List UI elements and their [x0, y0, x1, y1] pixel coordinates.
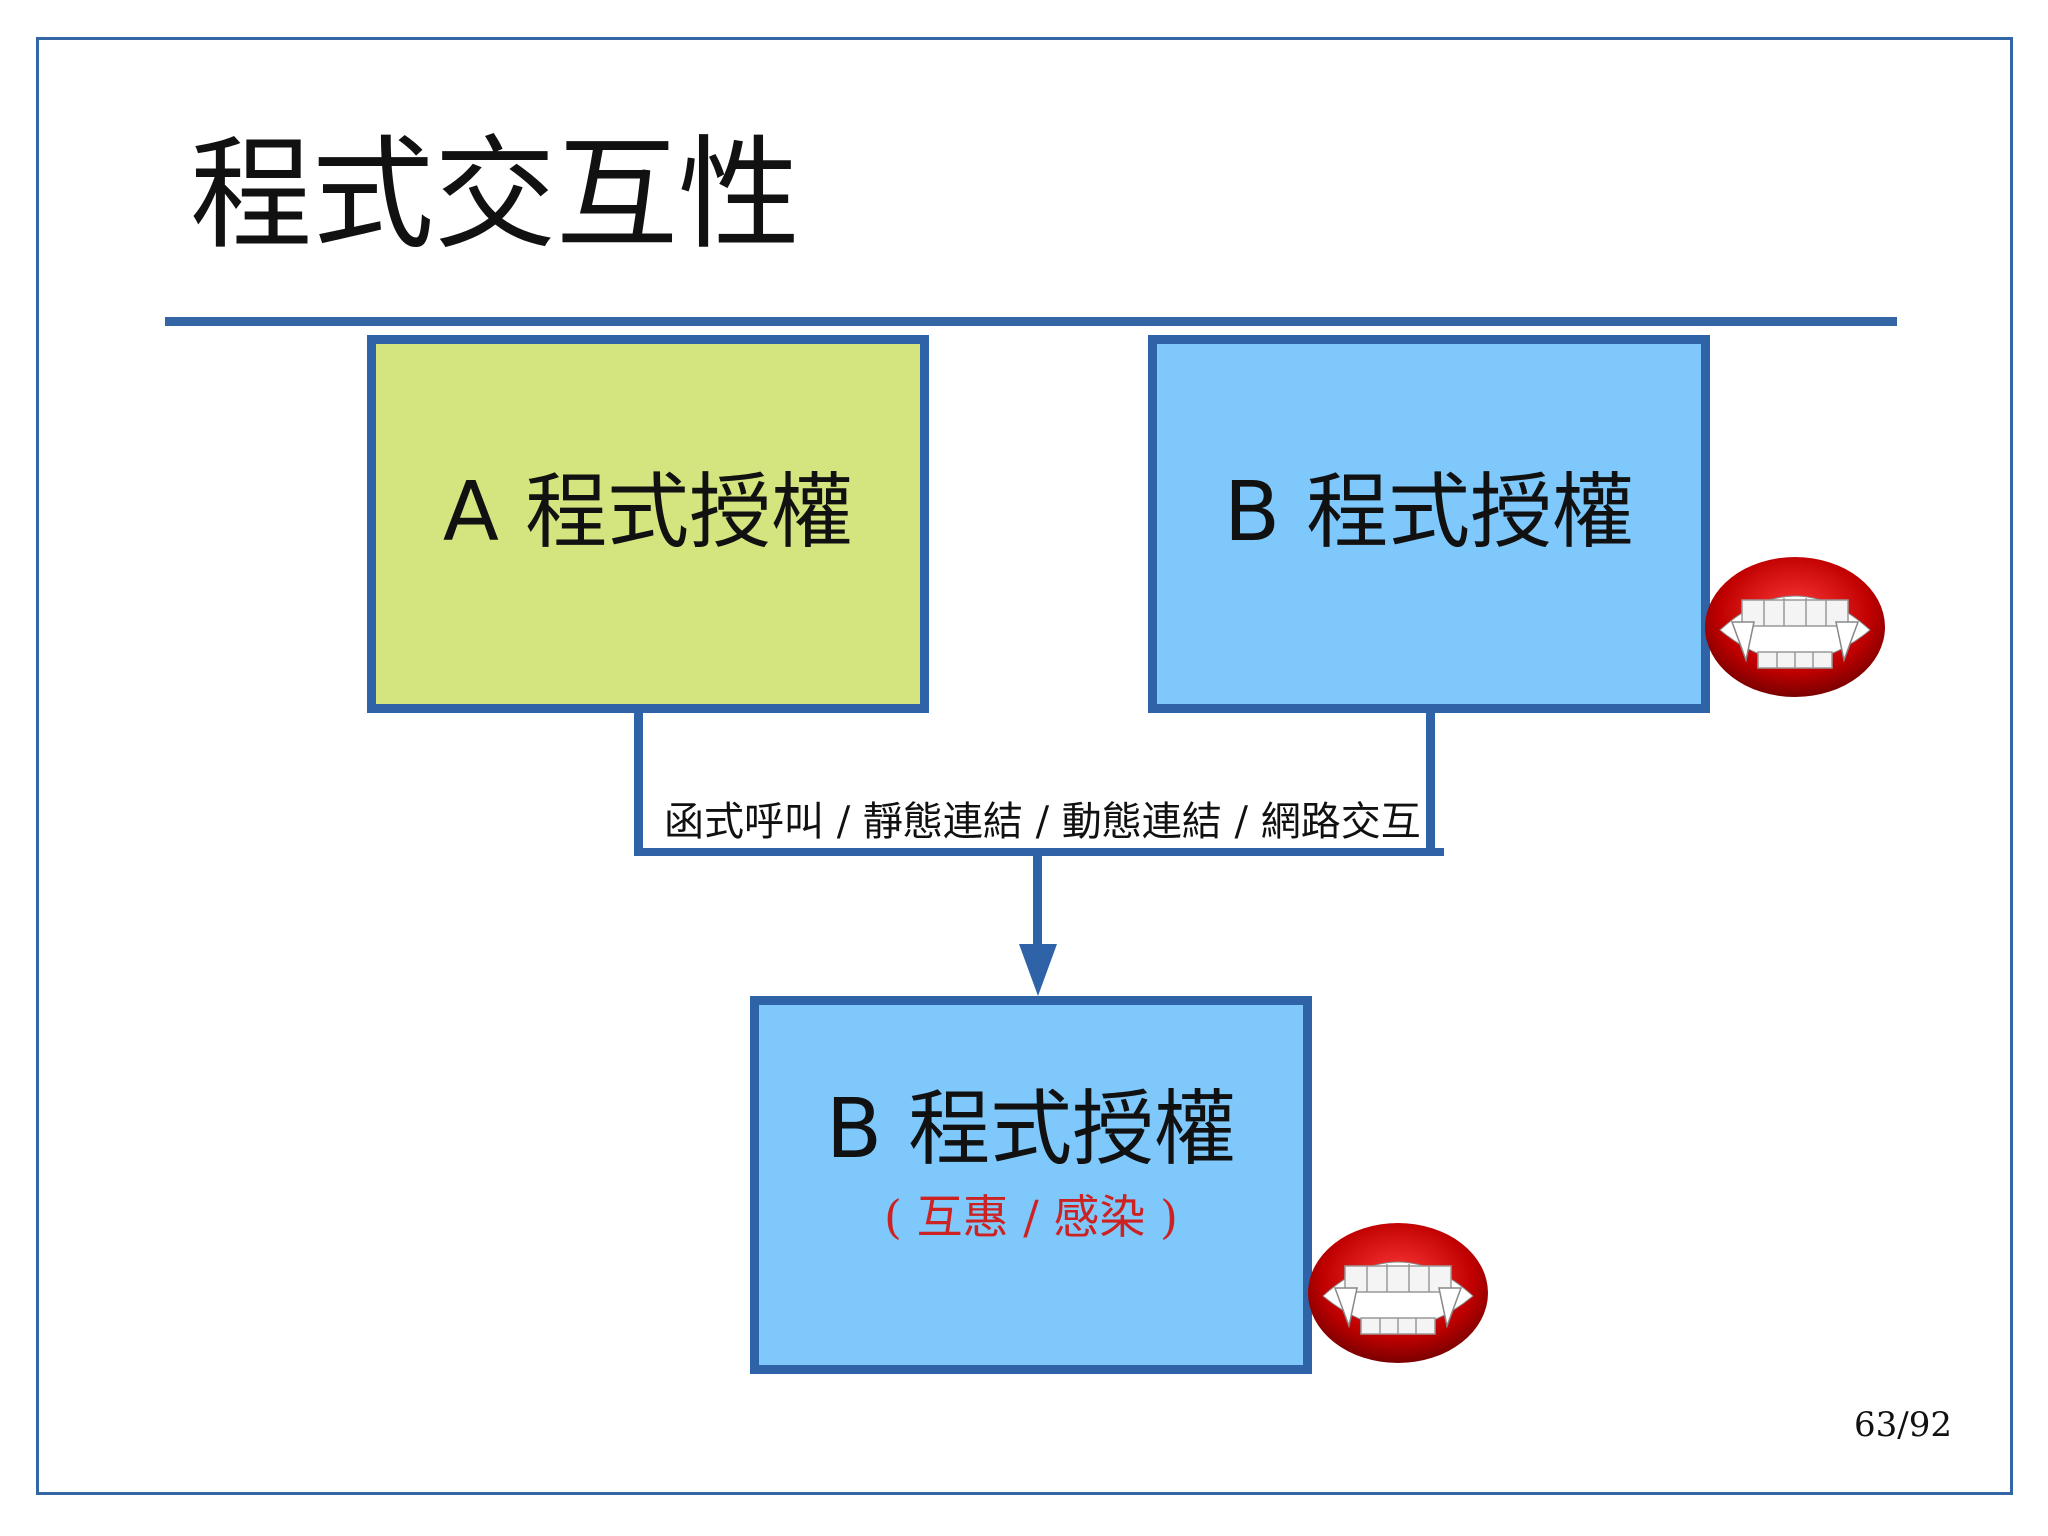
- vampire-mouth-icon: [1308, 1223, 1488, 1363]
- page-number: 63/92: [1854, 1405, 1952, 1445]
- license-b-box: B 程式授權: [1148, 335, 1710, 713]
- connector-down-line: [1033, 856, 1042, 948]
- license-b-label: B 程式授權: [1223, 464, 1635, 560]
- arrow-down-icon: [1019, 944, 1057, 996]
- result-license-label: B 程式授權: [825, 1081, 1237, 1177]
- result-license-box: B 程式授權 ( 互惠 / 感染 ): [750, 996, 1312, 1374]
- vampire-mouth-icon: [1705, 557, 1885, 697]
- title-divider: [165, 317, 1897, 326]
- connector-horizontal-line: [634, 848, 1444, 856]
- slide-title: 程式交互性: [190, 124, 800, 266]
- slide-frame: [36, 37, 2013, 1495]
- connector-right-line: [1426, 713, 1435, 855]
- license-a-label: A 程式授權: [442, 464, 854, 560]
- license-a-box: A 程式授權: [367, 335, 929, 713]
- connector-left-line: [634, 713, 643, 855]
- result-license-sublabel: ( 互惠 / 感染 ): [884, 1190, 1178, 1245]
- interaction-methods-label: 函式呼叫 / 靜態連結 / 動態連結 / 網路交互: [664, 799, 1421, 845]
